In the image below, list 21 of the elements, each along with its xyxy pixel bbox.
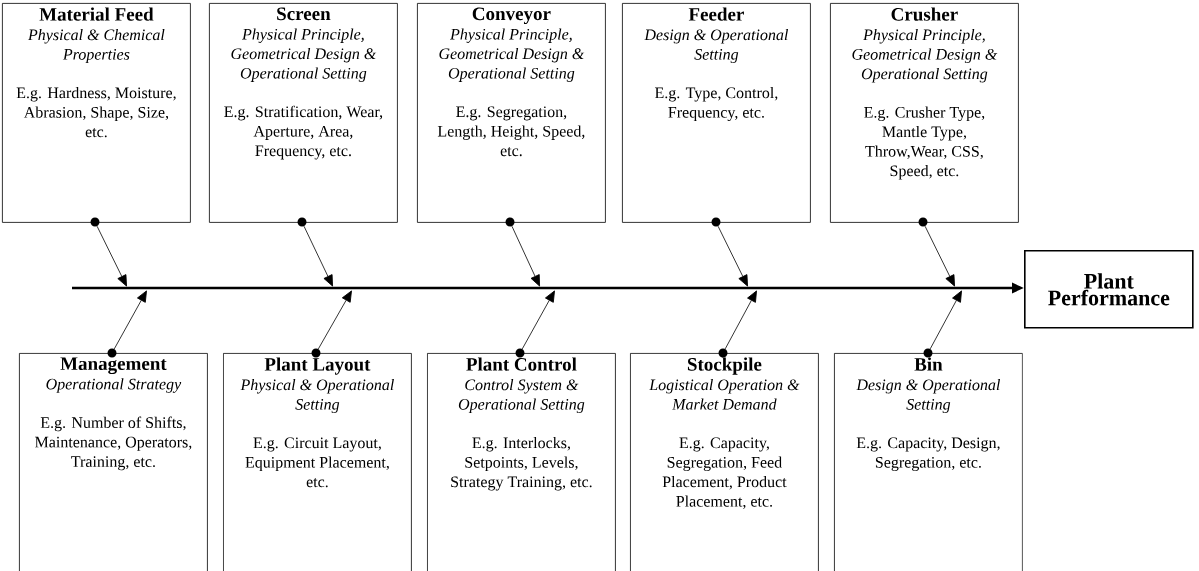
branch-arrow	[929, 290, 962, 350]
branch-arrow	[724, 290, 757, 350]
cause-box: Plant Layout Physical & Operational Setting E.g. Circuit Layout, Equipment Placement, etc.	[223, 353, 412, 571]
branch-arrow	[113, 290, 147, 350]
branch-arrow	[521, 290, 555, 350]
cause-box: Feeder Design & Operational Setting E.g. Type, Control, Frequency, etc.	[622, 3, 811, 223]
cause-box: Material Feed Physical & Chemical Properties E.g. Hardness, Moisture, Abrasion, Shape, Size, etc.	[2, 3, 191, 223]
cause-box: Plant Control Control System & Operational Setting E.g. Interlocks, Setpoints, Levels, Strategy Training, etc.	[427, 353, 616, 571]
cause-box: Crusher Physical Principle, Geometrical Design & Operational Setting E.g. Crusher Type, Mantle Type, Throw,Wear, CSS, Speed, etc.	[830, 3, 1019, 223]
branch-arrow	[317, 290, 352, 350]
result-box: Plant Performance	[1024, 250, 1194, 329]
cause-box: Bin Design & Operational Setting E.g. Capacity, Design, Segregation, etc.	[834, 353, 1023, 571]
cause-box: Conveyor Physical Principle, Geometrical Design & Operational Setting E.g. Segregation, Length, Height, Speed, etc.	[417, 3, 606, 223]
cause-box: Screen Physical Principle, Geometrical Design & Operational Setting E.g. Stratification, Wear, Aperture, Area, Frequency, etc.	[209, 3, 398, 223]
cause-box: Stockpile Logistical Operation & Market Demand E.g. Capacity, Segregation, Feed Placement, Product Placement, etc.	[630, 353, 819, 571]
branch-arrow	[511, 225, 540, 287]
cause-box: Management Operational Strategy E.g. Number of Shifts, Maintenance, Operators, Training, etc.	[19, 353, 208, 571]
branch-arrow	[303, 225, 333, 287]
branch-arrow	[96, 225, 127, 287]
branch-arrow	[717, 225, 748, 287]
branch-arrow	[924, 225, 955, 287]
